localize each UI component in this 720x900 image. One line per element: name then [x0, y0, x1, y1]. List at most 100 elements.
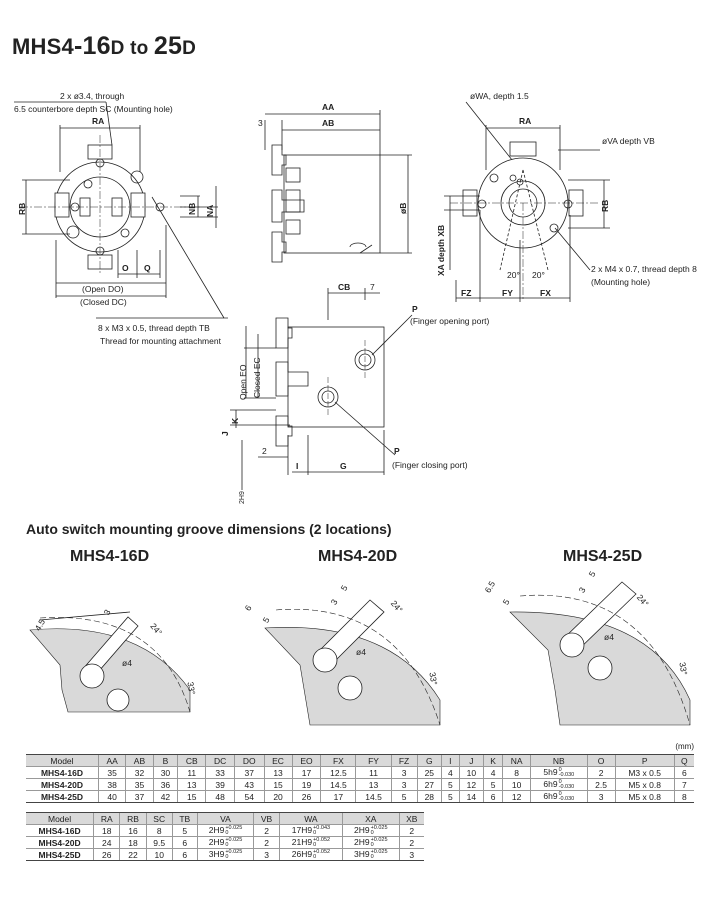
table1-header: K [483, 754, 503, 767]
table1-cell: 14 [458, 790, 484, 803]
groove20-ang2: 33° [427, 671, 439, 685]
table1-header: NB [530, 754, 588, 767]
table1-cell: 2.5 [586, 778, 616, 791]
table1-cell: 15 [177, 790, 206, 803]
table1-header: I [441, 754, 460, 767]
table1-cell: 54 [234, 790, 265, 803]
table1-cell: M5 x 0.8 [614, 778, 675, 791]
table2-header: VB [253, 812, 280, 825]
groove-detail-20 [264, 599, 441, 726]
table1-cell: 3 [390, 766, 418, 779]
table2-cell: 18 [119, 836, 147, 849]
groove-model-16: MHS4-16D [70, 548, 150, 565]
label-p-top: P [412, 304, 418, 314]
table2-cell: MHS4-16D [26, 824, 94, 837]
label-aa: AA [322, 102, 334, 112]
groove25-ang: 24° [635, 592, 651, 608]
front-view [14, 101, 228, 319]
label-nb: NB [187, 203, 197, 215]
table1-cell: MHS4-16D [26, 766, 99, 779]
table1-cell: 5 [390, 790, 418, 803]
table2-cell: 2 [398, 824, 424, 837]
table1-cell: 3 [586, 790, 616, 803]
table1-cell: 6 [483, 790, 503, 803]
table1-cell: 26 [291, 790, 321, 803]
table1-cell: 40 [97, 790, 126, 803]
label-rb-back: RB [600, 200, 610, 212]
table2-header: RA [93, 812, 120, 825]
table1-header: FY [355, 754, 392, 767]
groove-section-title: Auto switch mounting groove dimensions (… [26, 521, 392, 537]
table1-header: Model [26, 754, 99, 767]
table1-cell: 5 [483, 778, 503, 791]
label-deg20-b: 20° [532, 270, 545, 280]
groove25-w1: 6.5 [483, 579, 498, 594]
table1-header: CB [177, 754, 206, 767]
table1-cell: 5 [441, 778, 460, 791]
table2-cell: 6 [171, 836, 198, 849]
label-three: 3 [258, 118, 263, 128]
label-q: Q [144, 263, 151, 273]
table2-header: SC [145, 812, 173, 825]
table1-cell: 42 [152, 790, 178, 803]
table1-cell: MHS4-20D [26, 778, 99, 791]
back-view [444, 101, 610, 302]
label-open-eo: Open EO [238, 364, 248, 400]
table1-cell: 6h90-0.030 [530, 778, 588, 791]
table1-cell: 4 [483, 766, 503, 779]
groove25-w4: 5 [587, 569, 598, 578]
table1-header: AB [125, 754, 154, 767]
label-cb: CB [338, 282, 350, 292]
table1-cell: 33 [205, 766, 235, 779]
table2-header: Model [26, 812, 94, 825]
table1-cell: 6h90-0.030 [530, 790, 588, 803]
label-finger-close: (Finger closing port) [392, 460, 468, 470]
label-p-bottom: P [394, 446, 400, 456]
table1-header: B [152, 754, 178, 767]
table1-cell: 38 [97, 778, 126, 791]
table2-cell: 26 [93, 848, 120, 861]
label-ra: RA [92, 116, 104, 126]
label-m4: 2 x M4 x 0.7, thread depth 8 [591, 264, 697, 274]
label-o: O [122, 263, 129, 273]
label-xa-xb: XA depth XB [436, 225, 446, 276]
table1-cell: 10 [458, 766, 484, 779]
label-seven: 7 [370, 282, 375, 292]
label-finger-open: (Finger opening port) [410, 316, 490, 326]
table2-cell: 5 [171, 824, 198, 837]
table1-header: J [458, 754, 484, 767]
table1-header: O [586, 754, 616, 767]
label-hole-b: 6.5 counterbore depth SC (Mounting hole) [14, 104, 173, 114]
table1-cell: 5 [441, 790, 460, 803]
table1-header: P [614, 754, 675, 767]
table1-cell: 4 [441, 766, 460, 779]
groove25-ang2: 33° [677, 661, 689, 675]
groove20-w1: 6 [243, 603, 254, 612]
label-thread-attach: Thread for mounting attachment [100, 336, 222, 346]
table1-cell: 11 [177, 766, 206, 779]
table1-cell: 37 [125, 790, 154, 803]
groove20-w4: 5 [339, 583, 350, 592]
table2-cell: MHS4-25D [26, 848, 94, 861]
label-hole-a: 2 x ø3.4, through [60, 91, 125, 101]
table1-cell: 30 [152, 766, 178, 779]
table1-cell: 43 [234, 778, 265, 791]
label-wa: øWA, depth 1.5 [470, 91, 529, 101]
label-i: I [296, 461, 298, 471]
label-fz: FZ [461, 288, 471, 298]
table1-header: NA [502, 754, 531, 767]
groove-detail-25 [509, 581, 691, 726]
table2-cell: 8 [145, 824, 173, 837]
table1-cell: 13 [263, 766, 293, 779]
table1-header: Q [673, 754, 694, 767]
label-phi-b: øB [398, 203, 408, 214]
label-closed-dc: (Closed DC) [80, 297, 127, 307]
table1-header: EO [291, 754, 321, 767]
